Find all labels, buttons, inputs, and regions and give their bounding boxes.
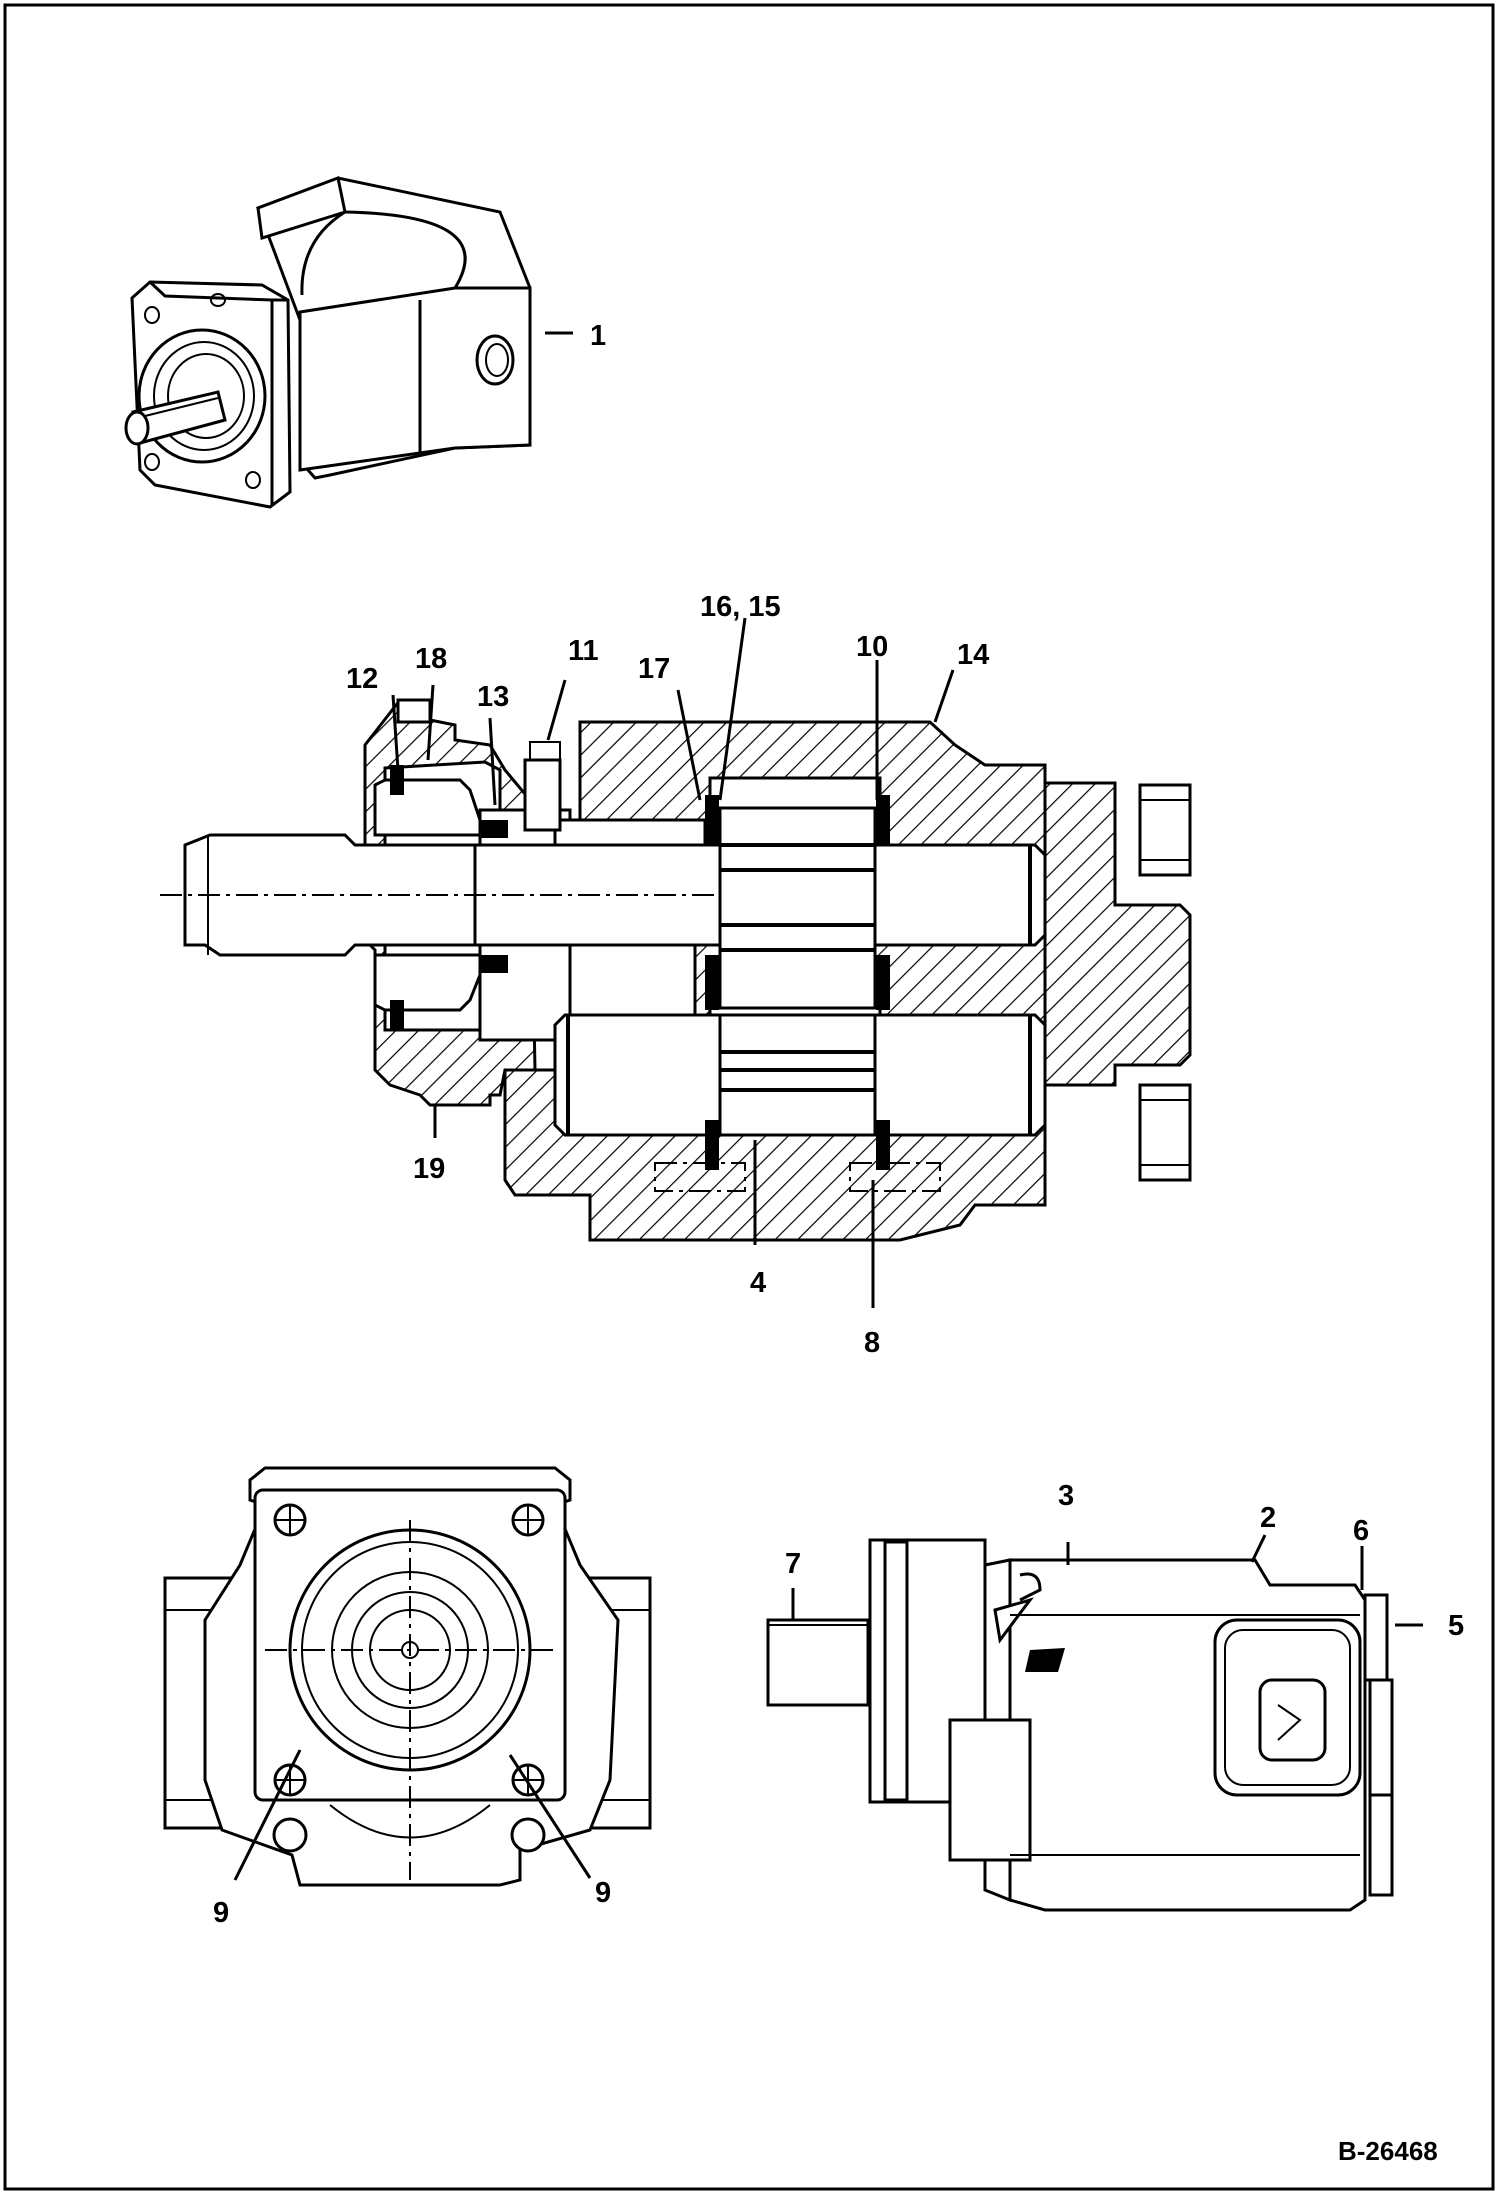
callout-18: 18 (415, 643, 447, 675)
callout-9-left: 9 (213, 1897, 229, 1929)
callout-3: 3 (1058, 1480, 1074, 1512)
callout-10: 10 (856, 631, 888, 663)
pump-cross-section (160, 617, 1192, 1308)
callout-14: 14 (957, 639, 989, 671)
callout-16-15: 16, 15 (700, 591, 781, 623)
callout-19: 19 (413, 1153, 445, 1185)
callout-12: 12 (346, 663, 378, 695)
callout-11: 11 (568, 635, 599, 667)
callout-4: 4 (750, 1267, 766, 1299)
pump-side-view (766, 1534, 1423, 1912)
callout-1: 1 (590, 320, 606, 352)
callout-7: 7 (785, 1548, 801, 1580)
callout-5: 5 (1448, 1610, 1464, 1642)
page-border (3, 3, 1495, 2191)
callout-9-right: 9 (595, 1877, 611, 1909)
pump-end-view (163, 1466, 652, 1887)
pump-isometric-view (124, 175, 573, 509)
figure-code: B-26468 (1338, 2136, 1438, 2166)
callout-2: 2 (1260, 1502, 1276, 1534)
callout-13: 13 (477, 681, 509, 713)
callout-17: 17 (638, 653, 670, 685)
callout-6: 6 (1353, 1515, 1369, 1547)
callout-8: 8 (864, 1327, 880, 1359)
